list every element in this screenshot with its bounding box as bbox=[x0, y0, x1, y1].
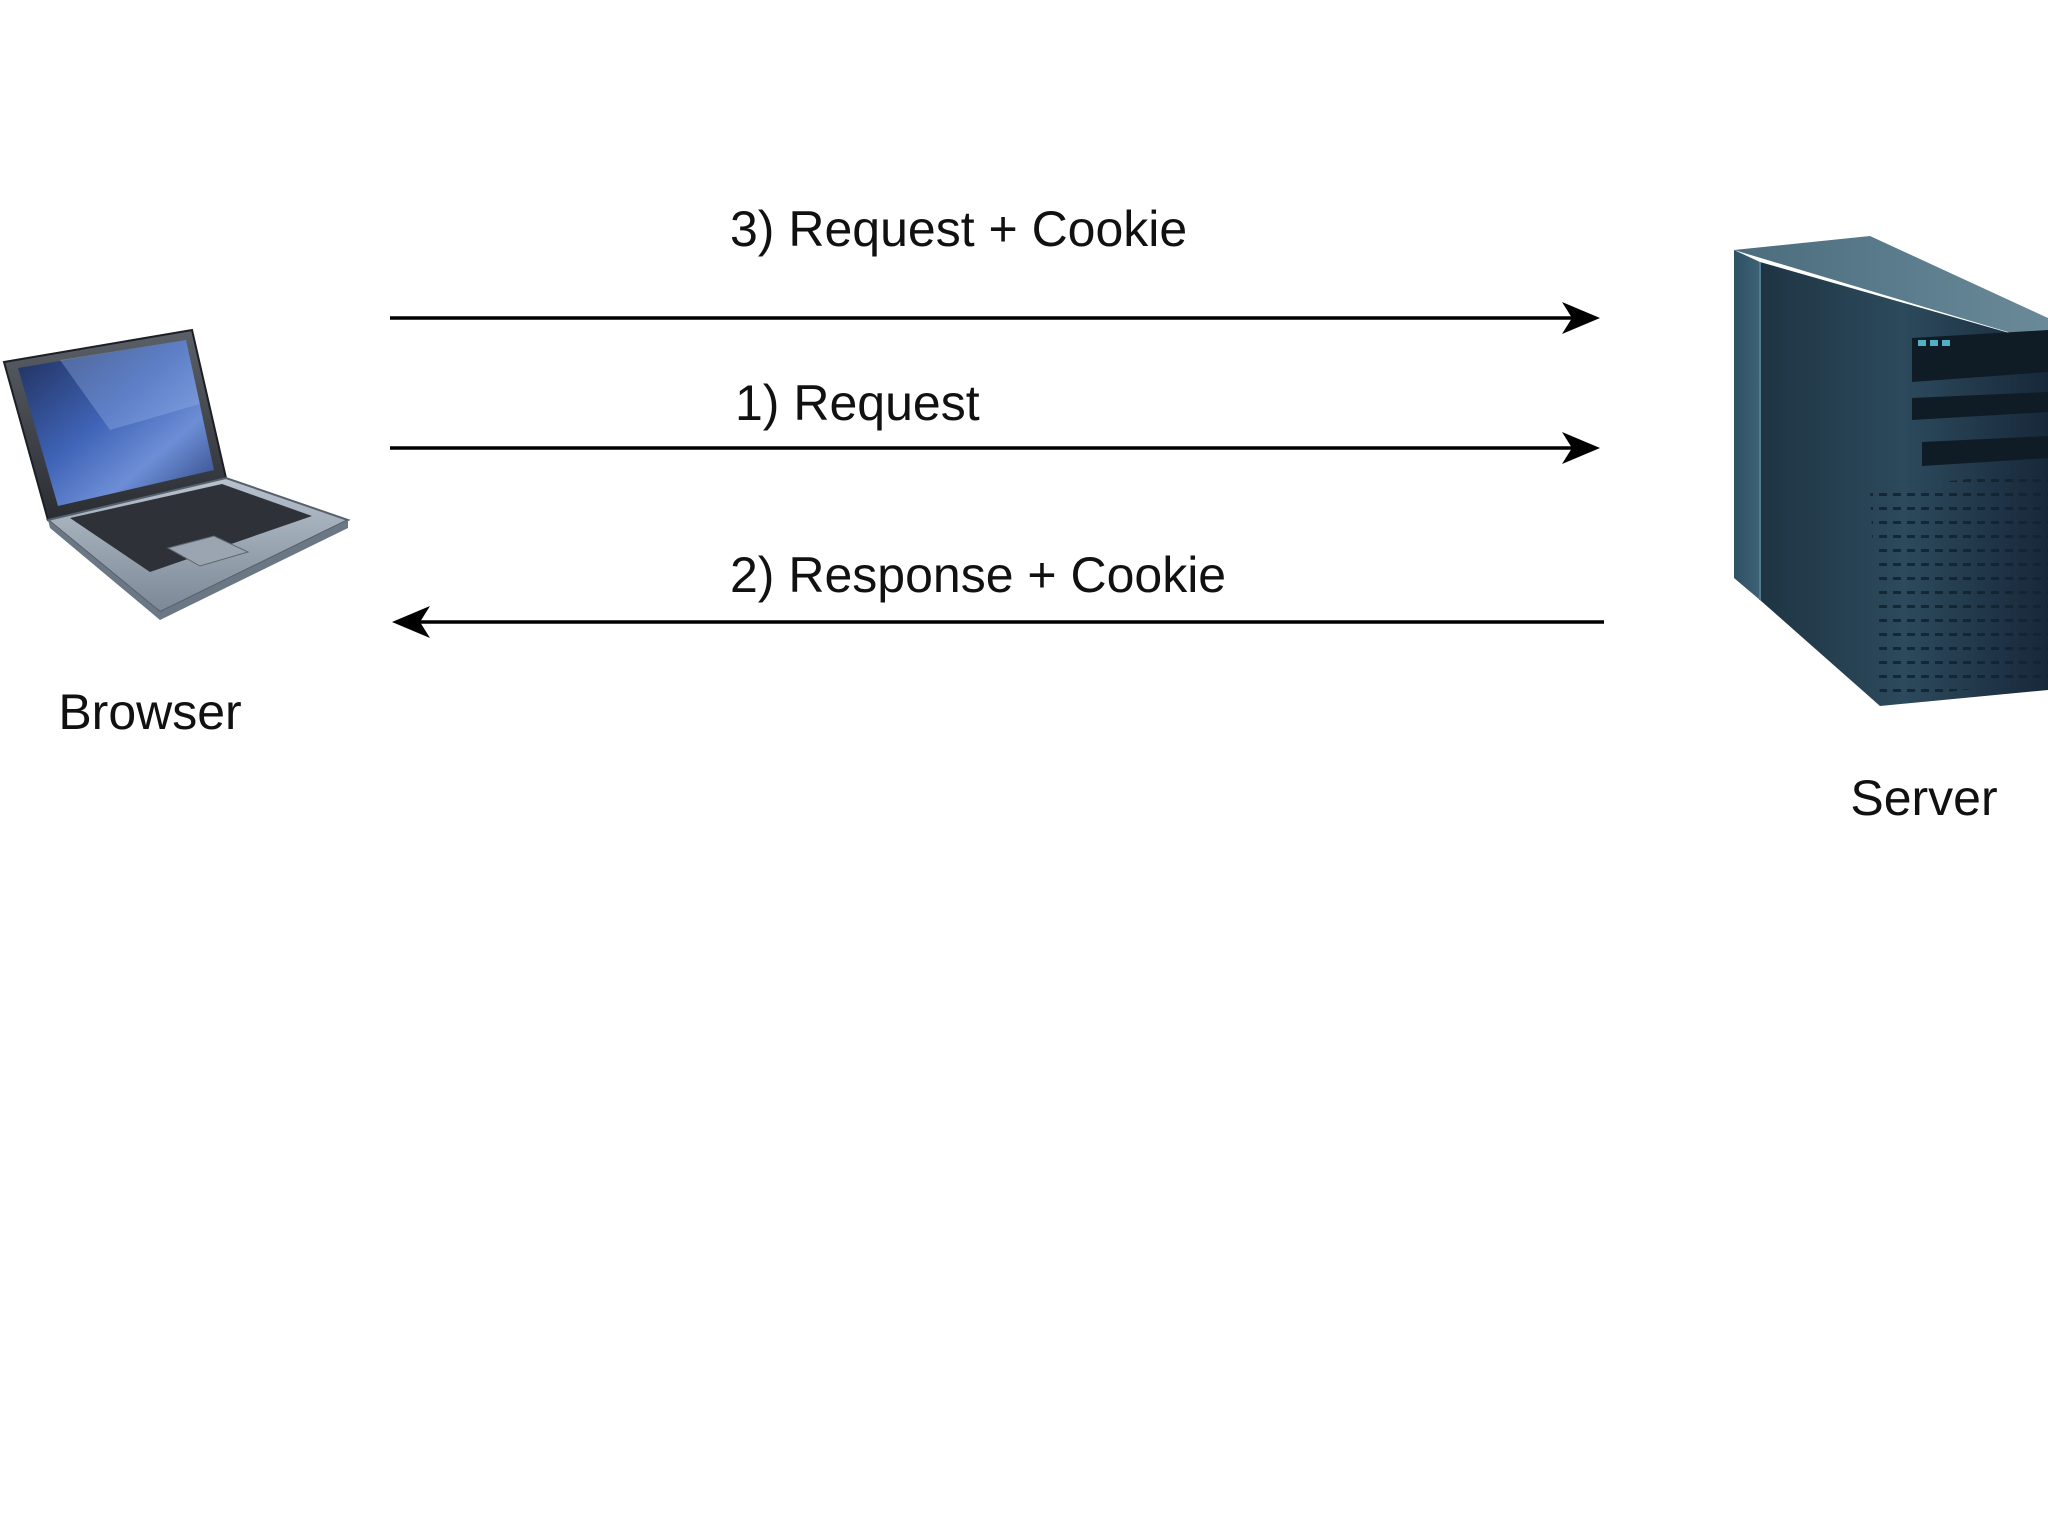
server-icon bbox=[1734, 236, 2048, 706]
message-arrow-response-cookie bbox=[392, 606, 1604, 638]
message-label-response-cookie: 2) Response + Cookie bbox=[730, 547, 1226, 603]
arrowhead-left-icon bbox=[392, 606, 430, 638]
browser-label: Browser bbox=[58, 684, 241, 740]
server-label: Server bbox=[1850, 770, 1997, 826]
message-arrow-request-cookie bbox=[390, 302, 1600, 334]
message-arrow-request bbox=[390, 432, 1600, 464]
message-label-request: 1) Request bbox=[735, 375, 980, 431]
arrowhead-right-icon bbox=[1562, 432, 1600, 464]
arrowhead-right-icon bbox=[1562, 302, 1600, 334]
message-label-request-cookie: 3) Request + Cookie bbox=[730, 201, 1187, 257]
laptop-icon bbox=[2, 328, 351, 620]
